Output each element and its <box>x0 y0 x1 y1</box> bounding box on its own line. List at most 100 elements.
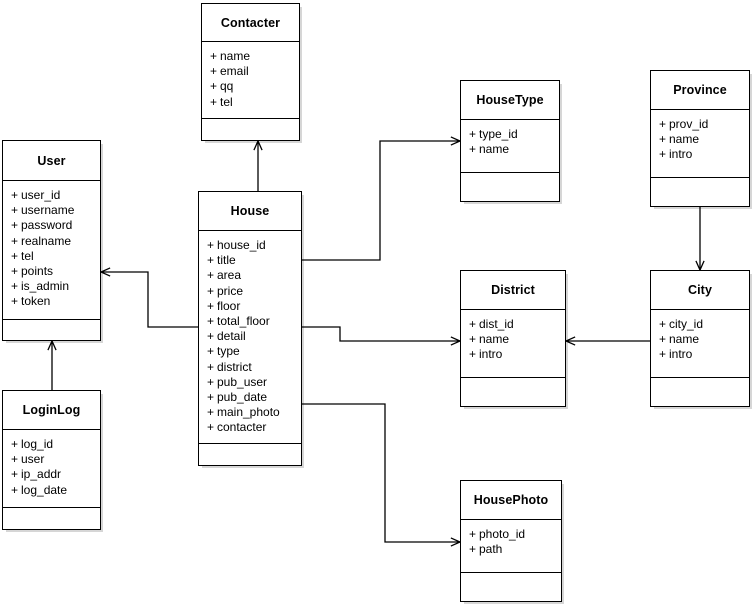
attribute-name: house_id <box>217 238 266 252</box>
class-attribute: +intro <box>651 147 749 162</box>
class-attribute: +user_id <box>3 188 100 203</box>
uml-class-district[interactable]: District+dist_id+name+intro <box>460 270 566 407</box>
visibility-marker: + <box>210 49 218 63</box>
visibility-marker: + <box>210 64 218 79</box>
attribute-name: qq <box>220 79 234 94</box>
visibility-marker: + <box>207 329 215 344</box>
arrowhead-open <box>450 136 462 146</box>
class-attribute-compartment: +name+email+qq+tel <box>202 42 299 119</box>
attribute-name: ip_addr <box>21 467 62 482</box>
class-operation-compartment <box>3 508 100 529</box>
class-title: LoginLog <box>3 391 100 430</box>
class-attribute: +district <box>199 360 301 375</box>
attribute-name: floor <box>217 298 241 313</box>
visibility-marker: + <box>11 233 19 248</box>
visibility-marker: + <box>11 188 19 202</box>
attribute-name: name <box>479 332 510 347</box>
uml-class-contacter[interactable]: Contacter+name+email+qq+tel <box>201 3 300 141</box>
attribute-name: user <box>21 452 45 467</box>
class-attribute-compartment: +prov_id+name+intro <box>651 110 749 178</box>
class-attribute: +password <box>3 218 100 233</box>
class-attribute-compartment: +house_id+title+area+price+floor+total_f… <box>199 231 301 444</box>
visibility-marker: + <box>659 132 667 147</box>
class-attribute: +username <box>3 203 100 218</box>
uml-class-housetype[interactable]: HouseType +type_id+name <box>460 80 560 202</box>
attribute-name: is_admin <box>21 279 70 294</box>
visibility-marker: + <box>207 420 215 435</box>
visibility-marker: + <box>11 482 19 497</box>
class-attribute: +total_floor <box>199 314 301 329</box>
visibility-marker: + <box>469 527 477 541</box>
class-attribute-compartment: +user_id+username+password+realname+tel+… <box>3 181 100 320</box>
visibility-marker: + <box>659 147 667 162</box>
visibility-marker: + <box>207 298 215 313</box>
visibility-marker: + <box>210 79 218 94</box>
attribute-name: detail <box>217 329 246 344</box>
class-attribute: +detail <box>199 329 301 344</box>
connector-house-to-housephoto <box>302 403 462 547</box>
visibility-marker: + <box>659 332 667 347</box>
connector-house-to-district <box>302 326 462 346</box>
class-operation-compartment <box>3 320 100 340</box>
visibility-marker: + <box>11 264 19 279</box>
class-title: City <box>651 271 749 310</box>
uml-class-housephoto[interactable]: HousePhoto+photo_id+path <box>460 480 562 602</box>
attribute-name: intro <box>669 147 693 162</box>
arrowhead-open <box>450 537 462 547</box>
uml-class-loginlog[interactable]: LoginLog+log_id+user+ip_addr+log_date <box>2 390 101 530</box>
visibility-marker: + <box>207 268 215 283</box>
class-title: House <box>199 192 301 231</box>
visibility-marker: + <box>207 405 215 420</box>
connector-city-to-district <box>564 336 650 346</box>
class-attribute: +is_admin <box>3 279 100 294</box>
visibility-marker: + <box>469 127 477 141</box>
visibility-marker: + <box>207 314 215 329</box>
uml-class-house[interactable]: House+house_id+title+area+price+floor+to… <box>198 191 302 466</box>
attribute-name: name <box>669 132 700 147</box>
attribute-name: total_floor <box>217 314 270 329</box>
attribute-name: path <box>479 542 503 557</box>
class-operation-compartment <box>202 119 299 140</box>
attribute-name: email <box>220 64 249 79</box>
visibility-marker: + <box>469 142 477 157</box>
visibility-marker: + <box>207 374 215 389</box>
class-attribute: +qq <box>202 79 299 94</box>
class-attribute: +main_photo <box>199 405 301 420</box>
class-attribute-compartment: +photo_id+path <box>461 520 561 573</box>
attribute-name: prov_id <box>669 117 709 131</box>
class-title: HousePhoto <box>461 481 561 520</box>
attribute-name: password <box>21 218 73 233</box>
visibility-marker: + <box>207 359 215 374</box>
class-attribute: +log_id <box>3 437 100 452</box>
attribute-name: intro <box>479 347 503 362</box>
class-attribute: +email <box>202 64 299 79</box>
uml-class-user[interactable]: User+user_id+username+password+realname+… <box>2 140 101 341</box>
class-attribute: +token <box>3 294 100 309</box>
class-attribute: +tel <box>3 249 100 264</box>
visibility-marker: + <box>659 347 667 362</box>
class-title: HouseType <box>461 81 559 120</box>
attribute-name: type_id <box>479 127 518 141</box>
uml-class-city[interactable]: City+city_id+name+intro <box>650 270 750 407</box>
class-operation-compartment <box>461 378 565 406</box>
class-attribute: +type_id <box>461 127 559 142</box>
class-attribute-compartment: +dist_id+name+intro <box>461 310 565 378</box>
uml-class-province[interactable]: Province+prov_id+name+intro <box>650 70 750 207</box>
visibility-marker: + <box>207 390 215 405</box>
class-title: User <box>3 141 100 181</box>
class-attribute: +points <box>3 264 100 279</box>
visibility-marker: + <box>469 317 477 331</box>
attribute-name: name <box>479 142 510 157</box>
visibility-marker: + <box>659 117 667 131</box>
attribute-name: type <box>217 344 240 359</box>
arrowhead-open <box>450 336 462 346</box>
class-attribute: +intro <box>651 347 749 362</box>
class-attribute-compartment: +log_id+user+ip_addr+log_date <box>3 430 100 508</box>
visibility-marker: + <box>469 347 477 362</box>
class-operation-compartment <box>461 173 559 201</box>
visibility-marker: + <box>207 238 215 252</box>
class-operation-compartment <box>651 178 749 206</box>
attribute-name: log_date <box>21 482 68 497</box>
arrowhead-open <box>695 260 705 272</box>
class-attribute: +pub_user <box>199 375 301 390</box>
